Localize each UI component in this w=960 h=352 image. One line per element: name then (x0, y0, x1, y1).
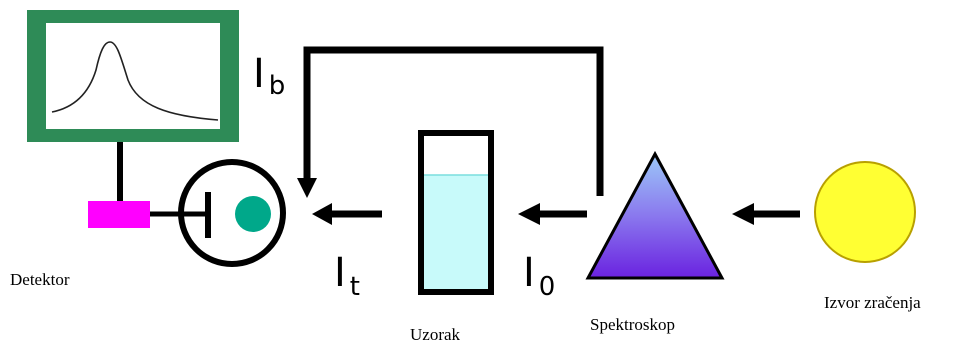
detector-box (88, 201, 150, 228)
reference-beam-arrowhead (297, 178, 317, 198)
monitor-screen (46, 23, 220, 129)
incident-intensity-symbol: I (523, 250, 535, 296)
reference-intensity-subscript: b (269, 71, 286, 101)
cuvette-liquid (421, 175, 491, 292)
spectroscope-prism (585, 150, 725, 280)
cuvette-wall (418, 130, 494, 295)
sample-cuvette (418, 130, 494, 295)
recorder-monitor (27, 10, 239, 142)
label-spectroscope: Spektroskop (590, 315, 675, 334)
absorption-peak-curve (51, 41, 219, 121)
incident-intensity-subscript: 0 (539, 272, 556, 302)
label-source: Izvor zračenja (824, 293, 921, 312)
radiation-source (814, 161, 916, 263)
reference-beam-path (303, 46, 604, 196)
label-sample: Uzorak (410, 325, 461, 344)
detector-sensor-dot (235, 196, 271, 232)
reference-intensity-symbol: I (253, 51, 265, 97)
label-reference-intensity: I b (253, 51, 285, 101)
label-transmitted-intensity: I t (334, 250, 360, 302)
label-detector: Detektor (10, 270, 70, 289)
detector-ring (178, 159, 286, 267)
transmitted-beam-arrowhead (312, 203, 332, 225)
transmitted-intensity-symbol: I (334, 250, 346, 296)
label-incident-intensity: I 0 (523, 250, 555, 302)
transmitted-intensity-subscript: t (350, 272, 360, 302)
detector (88, 159, 286, 267)
incident-beam-arrowhead (518, 203, 540, 225)
source-beam-arrowhead (732, 203, 754, 225)
